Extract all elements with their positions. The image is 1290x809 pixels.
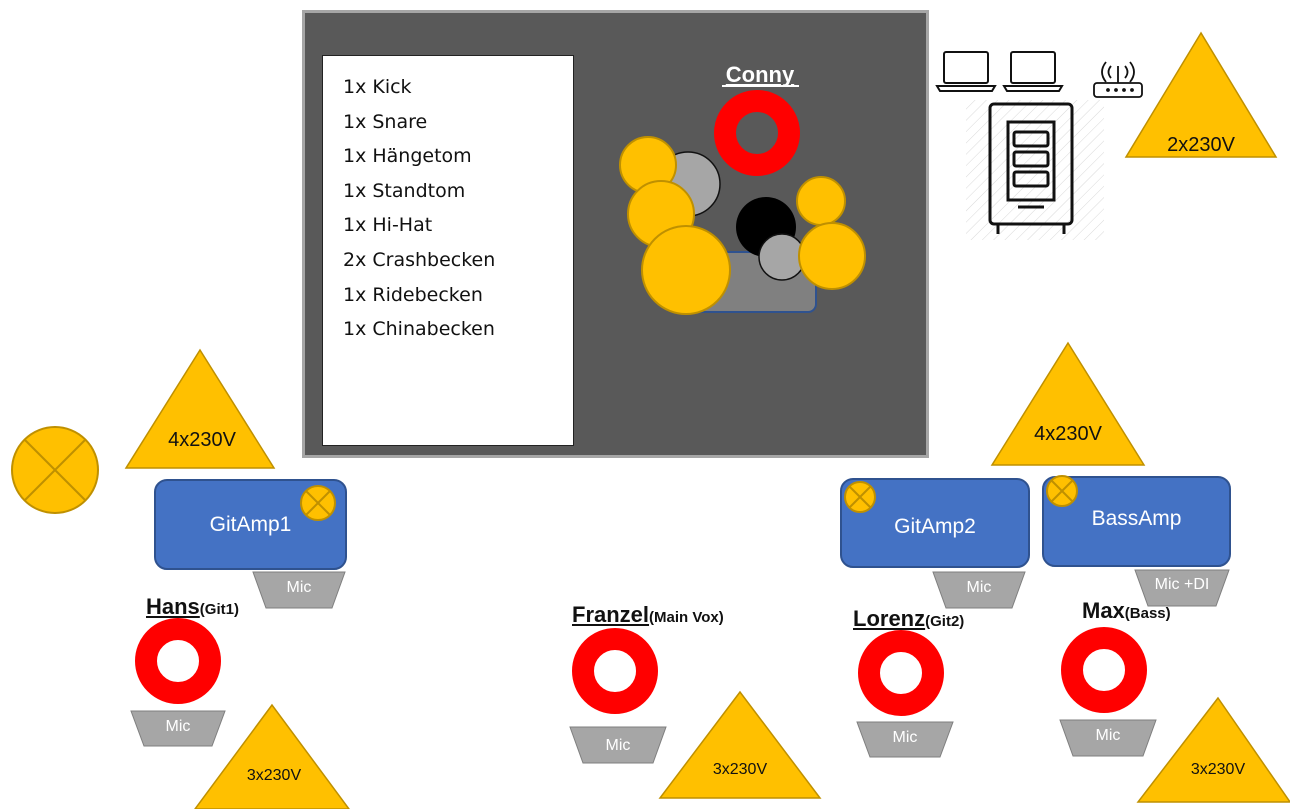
mic-bassamp: Mic +DI xyxy=(1134,569,1230,607)
monitor-franzel xyxy=(572,628,658,714)
gitamp1-label: GitAmp1 xyxy=(209,512,292,536)
power-outlet-left-amp: 4x230V xyxy=(124,348,276,469)
mic-franzel: Mic xyxy=(569,726,667,764)
cymbal xyxy=(798,222,866,290)
monitor-conny xyxy=(714,90,800,176)
svg-text:Mic: Mic xyxy=(166,718,191,735)
svg-text:Mic: Mic xyxy=(1096,727,1121,744)
it-equipment xyxy=(935,51,1143,240)
svg-text:2x230V: 2x230V xyxy=(1167,134,1235,156)
drum-list-item: 1x Kick xyxy=(343,76,412,98)
lamp-icon xyxy=(11,426,99,514)
musician-franzel: Franzel(Main Vox) xyxy=(572,602,724,628)
svg-text:Mic: Mic xyxy=(967,579,992,596)
monitor-hans xyxy=(135,618,221,704)
drum-kit xyxy=(619,136,866,315)
monitor-lorenz xyxy=(858,630,944,716)
mic-gitamp1: Mic xyxy=(252,571,346,609)
svg-text:Mic: Mic xyxy=(287,579,312,596)
mic-gitamp2: Mic xyxy=(932,571,1026,609)
drum-list: 1x Kick 1x Snare 1x Hängetom 1x Standtom… xyxy=(322,55,574,446)
mic-max: Mic xyxy=(1059,719,1157,757)
power-outlet-franzel: 3x230V xyxy=(658,690,822,799)
power-outlet-hans: 3x230V xyxy=(194,703,350,809)
svg-text:Mic +DI: Mic +DI xyxy=(1155,576,1210,593)
svg-text:4x230V: 4x230V xyxy=(168,429,236,451)
drum-list-item: 1x Chinabecken xyxy=(343,318,495,341)
server-rack-icon xyxy=(988,102,1074,234)
musician-role: (Main Vox) xyxy=(649,609,724,626)
drummer-name: Conny xyxy=(726,62,795,87)
musician-name: Max xyxy=(1082,598,1125,623)
bassamp-label: BassAmp xyxy=(1091,506,1182,530)
lamp-icon xyxy=(1046,475,1078,507)
svg-text:4x230V: 4x230V xyxy=(1034,423,1102,445)
musician-role: (Git1) xyxy=(199,601,239,618)
drum-list-item: 1x Snare xyxy=(343,110,428,133)
musician-name: Lorenz xyxy=(853,606,926,631)
power-outlet-right-amps: 4x230V xyxy=(990,341,1146,466)
gitamp2-label: GitAmp2 xyxy=(894,515,976,538)
lamp-icon xyxy=(300,485,336,521)
svg-text:Mic: Mic xyxy=(893,729,918,746)
wifi-router-icon xyxy=(1093,61,1143,98)
svg-text:3x230V: 3x230V xyxy=(247,767,302,784)
drum-list-item: 1x Standtom xyxy=(343,179,466,202)
svg-text:3x230V: 3x230V xyxy=(1191,761,1246,778)
laptop-icon xyxy=(1002,51,1064,92)
power-outlet-max: 3x230V xyxy=(1136,696,1290,803)
musician-name: Franzel xyxy=(572,602,650,627)
musician-lorenz: Lorenz(Git2) xyxy=(853,606,964,632)
musician-max: Max(Bass) xyxy=(1082,598,1171,624)
monitor-max xyxy=(1061,627,1147,713)
mic-lorenz: Mic xyxy=(856,721,954,758)
svg-text:3x230V: 3x230V xyxy=(713,761,768,778)
power-outlet-riser: 2x230V xyxy=(1124,31,1278,158)
drum-list-item: 1x Hi-Hat xyxy=(343,214,433,237)
drum-list-item: 1x Hängetom xyxy=(343,145,472,168)
drum-list-item: 2x Crashbecken xyxy=(343,248,496,271)
cymbal xyxy=(796,176,846,226)
drum-list-item: 1x Ridebecken xyxy=(343,283,483,306)
cymbal xyxy=(641,225,731,315)
musician-hans: Hans(Git1) xyxy=(146,594,239,620)
musician-role: (Git2) xyxy=(925,613,965,630)
musician-name: Hans xyxy=(146,594,200,619)
musician-role: (Bass) xyxy=(1124,605,1171,622)
svg-text:Mic: Mic xyxy=(606,737,631,754)
lamp-icon xyxy=(844,481,876,513)
mic-hans: Mic xyxy=(130,710,226,747)
gitamp2: GitAmp2 xyxy=(840,478,1030,568)
laptop-icon xyxy=(935,51,997,92)
